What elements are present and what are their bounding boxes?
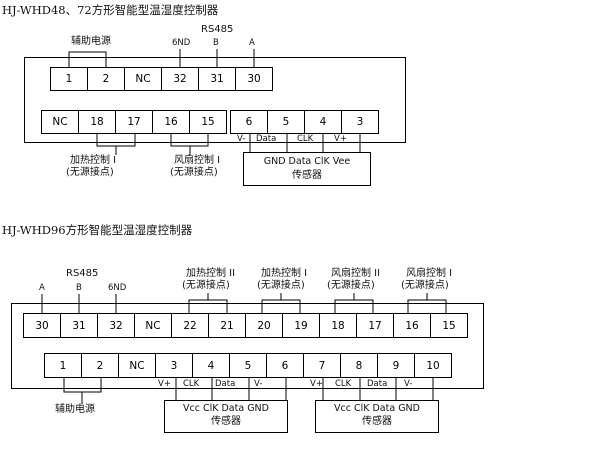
- diagram1-gnd-label: 6ND: [172, 38, 191, 48]
- diagram1-bottom-terminal: 5: [267, 110, 305, 134]
- diagram2-top-terminal: 16: [393, 313, 431, 338]
- diagram2-bottom-terminal: 2: [81, 353, 119, 378]
- diagram2-sensor1-name: 传感器: [211, 416, 241, 427]
- diagram2-signal-vplus-1: V+: [158, 379, 171, 389]
- diagram2-title: HJ-WHD96方形智能型温湿度控制器: [2, 223, 193, 237]
- diagram2-fan1-label: 风扇控制 I: [406, 268, 453, 279]
- diagram2-top-terminal: 18: [319, 313, 357, 338]
- diagram2-heat1-label: 加热控制 I: [261, 268, 308, 279]
- diagram1-bottom-terminal: 6: [230, 110, 268, 134]
- d1-wire-aux-power: [68, 51, 107, 67]
- diagram2-top-terminal: 19: [282, 313, 320, 338]
- diagram1-sensor-box: [243, 152, 371, 186]
- diagram1-heat-control-sub: (无源接点): [66, 167, 114, 178]
- diagram2-signal-vminus-2: V-: [404, 379, 413, 389]
- diagram2-top-terminal: 20: [245, 313, 283, 338]
- diagram2-fan2-sub: (无源接点): [327, 280, 375, 291]
- diagram2-signal-clk-1: CLK: [183, 379, 200, 389]
- d1-wire-fan-control: [170, 133, 209, 147]
- diagram1-heat-control-label: 加热控制 I: [70, 155, 117, 166]
- diagram1-title: HJ-WHD48、72方形智能型温湿度控制器: [2, 3, 219, 17]
- diagram1-b-label: B: [213, 38, 219, 48]
- diagram1-sensor-pins: GND Data ClK Vee: [263, 156, 351, 167]
- diagram1-bottom-terminal: 15: [189, 110, 227, 134]
- diagram2-top-terminal: 32: [97, 313, 135, 338]
- diagram2-signal-vplus-2: V+: [310, 379, 323, 389]
- diagram2-top-terminal: 21: [208, 313, 246, 338]
- diagram1-signal-clk: CLK: [297, 134, 314, 144]
- diagram1-signal-vplus: V+: [334, 134, 347, 144]
- diagram2-signal-clk-2: CLK: [335, 379, 352, 389]
- diagram2-aux-power-label: 辅助电源: [55, 404, 95, 415]
- diagram2-bottom-terminal: 9: [377, 353, 415, 378]
- diagram2-gnd-label: 6ND: [108, 283, 127, 293]
- diagram2-top-terminal: 22: [171, 313, 209, 338]
- diagram1-top-terminal: 2: [87, 67, 125, 91]
- diagram1-top-terminal: NC: [124, 67, 162, 91]
- d2-wire-heat1: [261, 299, 301, 313]
- d2-wire-fan1: [407, 299, 447, 313]
- diagram2-top-terminal: 30: [23, 313, 61, 338]
- diagram1-top-terminal: 1: [50, 67, 88, 91]
- diagram1-fan-control-sub: (无源接点): [170, 167, 218, 178]
- diagram1-bottom-terminal: NC: [41, 110, 79, 134]
- diagram2-bottom-terminal: 1: [44, 353, 82, 378]
- diagram2-bottom-terminal: 8: [340, 353, 378, 378]
- diagram1-bottom-terminal: 4: [304, 110, 342, 134]
- diagram2-sensor1-box: [164, 400, 288, 433]
- diagram1-aux-power-label: 辅助电源: [71, 36, 111, 47]
- diagram1-top-terminal: 31: [198, 67, 236, 91]
- diagram2-sensor1-pins: Vcc ClK Data GND: [183, 403, 269, 414]
- diagram2-sensor2-box: [315, 400, 439, 433]
- d2-wire-fan2: [334, 299, 374, 313]
- diagram2-signal-vminus-1: V-: [254, 379, 263, 389]
- diagram2-b-label: B: [76, 283, 82, 293]
- diagram1-sensor-name: 传感器: [292, 170, 322, 181]
- diagram2-bottom-terminal: 7: [303, 353, 341, 378]
- diagram2-bottom-terminal: 3: [155, 353, 193, 378]
- diagram2-sensor2-pins: Vcc ClK Data GND: [334, 403, 420, 414]
- diagram1-rs485-label: RS485: [201, 24, 234, 35]
- diagram1-bottom-terminal: 18: [78, 110, 116, 134]
- diagram2-heat1-sub: (无源接点): [257, 280, 305, 291]
- diagram1-bottom-terminal: 17: [115, 110, 153, 134]
- diagram1-bottom-terminal: 3: [341, 110, 379, 134]
- diagram1-fan-control-label: 风扇控制 I: [174, 155, 221, 166]
- diagram1-signal-vminus: V-: [237, 134, 246, 144]
- diagram1-top-terminal: 30: [235, 67, 273, 91]
- diagram1-top-terminal: 32: [161, 67, 199, 91]
- diagram2-top-terminal: 15: [430, 313, 468, 338]
- diagram2-sensor2-name: 传感器: [362, 416, 392, 427]
- d2-wire-aux-power: [63, 377, 102, 393]
- diagram2-a-label: A: [39, 283, 45, 293]
- diagram2-heat2-label: 加热控制 II: [186, 268, 236, 279]
- diagram2-heat2-sub: (无源接点): [182, 280, 230, 291]
- diagram1-signal-data: Data: [256, 134, 277, 144]
- diagram2-top-terminal: NC: [134, 313, 172, 338]
- d2-wire-heat2: [188, 299, 228, 313]
- diagram2-rs485-label: RS485: [66, 268, 99, 279]
- diagram1-a-label: A: [249, 38, 255, 48]
- d1-wire-heat-control: [96, 133, 136, 147]
- diagram2-signal-data-2: Data: [367, 379, 388, 389]
- diagram2-fan1-sub: (无源接点): [401, 280, 449, 291]
- diagram2-fan2-label: 风扇控制 II: [331, 268, 381, 279]
- diagram2-top-terminal: 31: [60, 313, 98, 338]
- diagram2-signal-data-1: Data: [215, 379, 236, 389]
- diagram2-bottom-terminal: NC: [118, 353, 156, 378]
- diagram2-bottom-terminal: 6: [266, 353, 304, 378]
